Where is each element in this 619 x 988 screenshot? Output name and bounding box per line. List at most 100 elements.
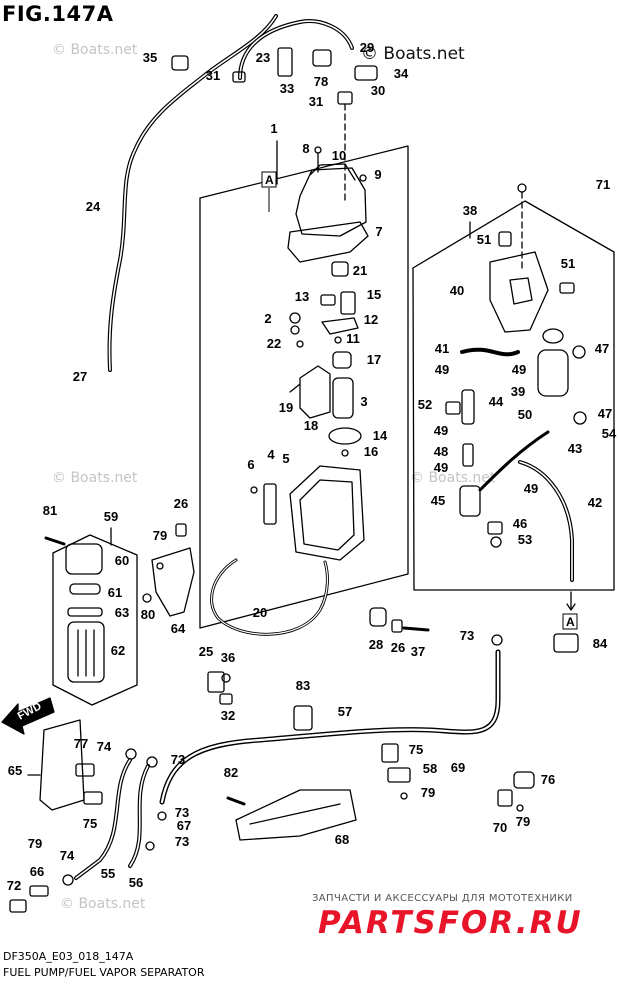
callout-74b: 74 bbox=[60, 848, 75, 863]
bracket-40 bbox=[489, 251, 549, 333]
clamp-73d bbox=[491, 634, 503, 646]
part-32 bbox=[219, 693, 233, 705]
watermark-faint-4: © Boats.net bbox=[60, 896, 146, 912]
bolt-79d bbox=[516, 804, 524, 812]
cover-65 bbox=[39, 719, 85, 811]
cap-47b bbox=[573, 411, 587, 425]
separator-frame bbox=[412, 200, 615, 591]
shop-logo: PARTSFOR.RU bbox=[318, 905, 583, 941]
callout-58: 58 bbox=[423, 761, 437, 776]
fitting-30 bbox=[337, 91, 353, 105]
callout-9: 9 bbox=[374, 167, 381, 182]
callout-80: 80 bbox=[141, 607, 155, 622]
cushion-18 bbox=[299, 365, 331, 419]
callout-73c: 73 bbox=[175, 834, 189, 849]
callout-78: 78 bbox=[314, 74, 328, 89]
connector-72 bbox=[9, 899, 27, 913]
callout-5: 5 bbox=[282, 451, 289, 466]
fwd-arrow bbox=[1, 697, 55, 735]
bracket-58 bbox=[387, 767, 411, 783]
hose-41 bbox=[460, 347, 520, 357]
watermark-faint-2: © Boats.net bbox=[52, 470, 138, 486]
bracket-40-hole bbox=[509, 277, 533, 305]
callout-18: 18 bbox=[304, 418, 318, 433]
callout-84: 84 bbox=[593, 636, 608, 651]
bolt-8 bbox=[314, 146, 322, 154]
callout-49e: 49 bbox=[524, 481, 538, 496]
wire-19 bbox=[289, 383, 301, 393]
callout-47: 47 bbox=[595, 341, 609, 356]
callout-83: 83 bbox=[296, 678, 310, 693]
callout-23: 23 bbox=[256, 50, 270, 65]
bracket-12 bbox=[321, 317, 359, 335]
callout-1: 1 bbox=[270, 121, 277, 136]
clip-75b bbox=[381, 743, 399, 763]
callout-32: 32 bbox=[221, 708, 235, 723]
callout-76: 76 bbox=[541, 772, 555, 787]
callout-30: 30 bbox=[371, 83, 385, 98]
callout-14: 14 bbox=[373, 428, 388, 443]
filter-14 bbox=[328, 427, 362, 445]
callout-34: 34 bbox=[394, 66, 409, 81]
clip-51 bbox=[498, 231, 512, 247]
cap-47 bbox=[572, 345, 586, 359]
hose-24 bbox=[107, 14, 278, 372]
callout-73b: 73 bbox=[175, 805, 189, 820]
callout-73d: 73 bbox=[460, 628, 474, 643]
bracket-68-rib bbox=[249, 803, 341, 825]
part-36 bbox=[221, 673, 231, 683]
hose-57 bbox=[159, 649, 501, 805]
callout-79d: 79 bbox=[516, 814, 530, 829]
clamp-74b bbox=[125, 748, 137, 760]
callout-36: 36 bbox=[221, 650, 235, 665]
separator-housing-inner bbox=[299, 479, 355, 551]
clamp-73b bbox=[157, 811, 167, 821]
bolt-81 bbox=[44, 536, 66, 546]
callout-45: 45 bbox=[431, 493, 445, 508]
fitting-44 bbox=[461, 389, 475, 425]
clip-31 bbox=[232, 71, 246, 83]
callout-72: 72 bbox=[7, 878, 21, 893]
pump-assembly-frame bbox=[199, 145, 409, 629]
callout-49: 49 bbox=[435, 362, 449, 377]
callout-49d: 49 bbox=[434, 460, 448, 475]
fuel-pump-3 bbox=[332, 377, 354, 419]
bolt-82 bbox=[226, 796, 246, 806]
filter-element-62 bbox=[67, 621, 105, 683]
hose-56-inner bbox=[129, 765, 149, 867]
callout-64: 64 bbox=[171, 621, 186, 636]
clip-25 bbox=[207, 671, 225, 693]
callout-33: 33 bbox=[280, 81, 294, 96]
oring-63 bbox=[67, 607, 103, 617]
grommet-28 bbox=[369, 607, 387, 627]
view-a-label-right: A bbox=[566, 615, 575, 629]
callout-7: 7 bbox=[375, 224, 382, 239]
callout-55: 55 bbox=[101, 866, 115, 881]
arrow-a-head bbox=[566, 603, 576, 611]
callout-79c: 79 bbox=[421, 785, 435, 800]
grommet-26 bbox=[175, 523, 187, 537]
part-21 bbox=[331, 261, 349, 277]
callout-26: 26 bbox=[174, 496, 188, 511]
callout-17: 17 bbox=[367, 352, 381, 367]
filter-15 bbox=[340, 291, 356, 315]
callout-50: 50 bbox=[518, 407, 532, 422]
bolt-37 bbox=[402, 626, 430, 632]
callout-75b: 75 bbox=[409, 742, 423, 757]
fitting-52 bbox=[445, 401, 461, 415]
callout-28: 28 bbox=[369, 637, 383, 652]
callout-37: 37 bbox=[411, 644, 425, 659]
callout-31: 31 bbox=[206, 68, 220, 83]
bracket-68 bbox=[235, 789, 357, 841]
callout-26b: 26 bbox=[391, 640, 405, 655]
regulator-39 bbox=[537, 349, 569, 397]
diagram-code: DF350A_E03_018_147A bbox=[3, 950, 134, 963]
callout-79b: 79 bbox=[28, 836, 42, 851]
clip-77 bbox=[75, 763, 95, 777]
callout-59: 59 bbox=[104, 509, 118, 524]
pump-cover-top bbox=[309, 163, 356, 181]
clip-84 bbox=[553, 633, 579, 653]
callout-25: 25 bbox=[199, 644, 213, 659]
clip-35 bbox=[171, 55, 189, 71]
